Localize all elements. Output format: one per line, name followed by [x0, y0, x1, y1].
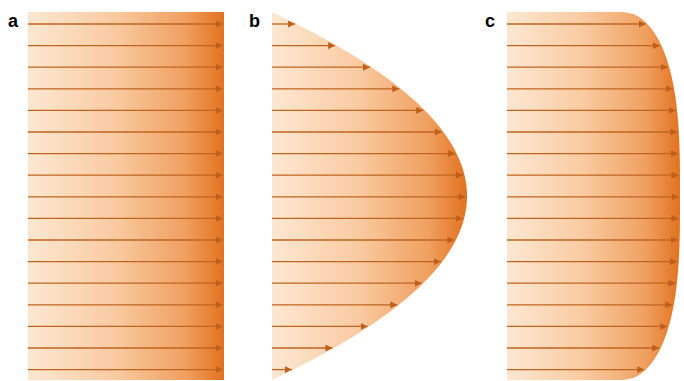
velocity-arrow: [272, 88, 399, 89]
velocity-arrow: [272, 110, 423, 111]
velocity-arrow: [507, 283, 675, 284]
velocity-arrow: [272, 153, 455, 154]
velocity-arrow: [28, 153, 223, 154]
velocity-arrow: [272, 283, 422, 284]
velocity-profile: [28, 12, 224, 380]
velocity-arrow: [507, 88, 673, 89]
panel-letter: a: [8, 12, 18, 30]
velocity-arrow: [28, 304, 223, 305]
velocity-arrows: [272, 24, 465, 370]
velocity-arrow: [28, 110, 223, 111]
velocity-arrow: [28, 261, 223, 262]
velocity-arrow: [507, 67, 668, 68]
velocity-arrow: [507, 175, 678, 176]
velocity-arrows: [507, 24, 679, 370]
velocity-arrow: [28, 239, 223, 240]
velocity-arrow: [28, 131, 223, 132]
velocity-profile: [507, 12, 680, 380]
velocity-arrow: [507, 196, 679, 197]
velocity-arrow: [272, 196, 465, 197]
velocity-arrow: [28, 347, 223, 348]
velocity-arrow: [28, 88, 223, 89]
panel-letter: b: [249, 12, 260, 30]
velocity-arrow: [28, 45, 223, 46]
velocity-arrow: [272, 261, 441, 262]
velocity-arrow: [507, 153, 678, 154]
velocity-arrow: [28, 67, 223, 68]
velocity-arrow: [28, 23, 223, 24]
velocity-arrow: [28, 283, 223, 284]
velocity-arrow: [272, 67, 370, 68]
velocity-arrow: [507, 261, 677, 262]
velocity-arrow: [507, 218, 678, 219]
velocity-arrow: [272, 369, 292, 370]
velocity-arrow: [507, 239, 678, 240]
velocity-profile: [272, 12, 467, 380]
velocity-arrow: [272, 347, 332, 348]
velocity-arrow: [272, 304, 397, 305]
velocity-arrow: [507, 369, 644, 370]
velocity-arrow: [272, 239, 454, 240]
velocity-arrows: [28, 24, 223, 370]
velocity-arrow: [28, 175, 223, 176]
velocity-arrow: [507, 326, 667, 327]
velocity-arrow: [28, 196, 223, 197]
velocity-arrow: [272, 131, 442, 132]
velocity-arrow: [507, 347, 659, 348]
velocity-arrow: [272, 326, 368, 327]
velocity-arrow: [507, 304, 672, 305]
velocity-arrow: [507, 23, 646, 24]
panel-letter: c: [485, 12, 495, 30]
velocity-arrow: [272, 175, 463, 176]
velocity-arrow: [28, 369, 223, 370]
velocity-arrow: [507, 131, 677, 132]
velocity-arrow: [507, 110, 676, 111]
velocity-arrow: [272, 23, 295, 24]
velocity-arrow: [28, 218, 223, 219]
velocity-arrow: [272, 218, 463, 219]
velocity-arrow: [507, 45, 660, 46]
velocity-arrow: [272, 45, 335, 46]
velocity-arrow: [28, 326, 223, 327]
